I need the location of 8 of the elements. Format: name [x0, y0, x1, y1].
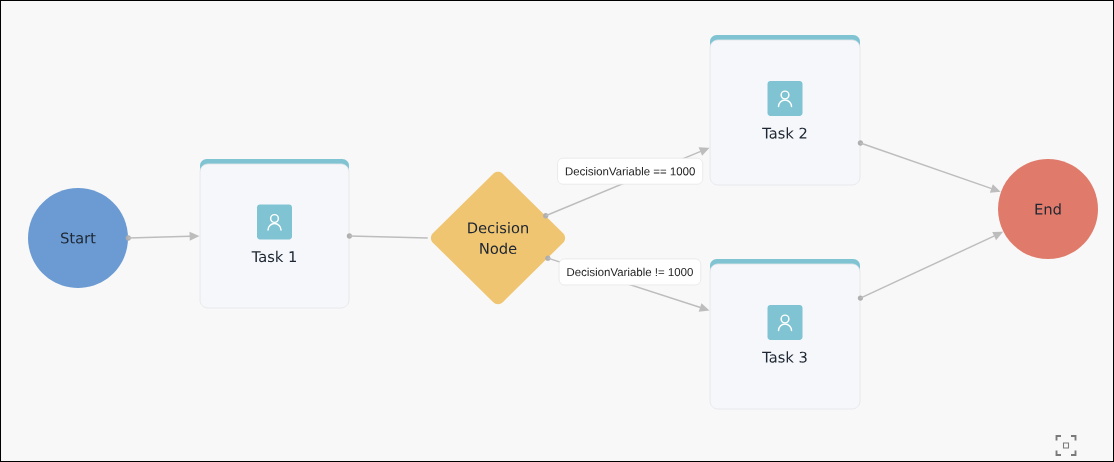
circle-node: Start [28, 188, 128, 288]
task-box: Task 2 [709, 35, 861, 186]
task-box: Task 1 [199, 159, 350, 309]
edge-label: DecisionVariable != 1000 [558, 258, 702, 286]
circle-node: End [998, 159, 1098, 259]
edge-label: DecisionVariable == 1000 [557, 157, 704, 185]
task-box: Task 3 [709, 259, 861, 410]
connector-line [348, 235, 429, 239]
